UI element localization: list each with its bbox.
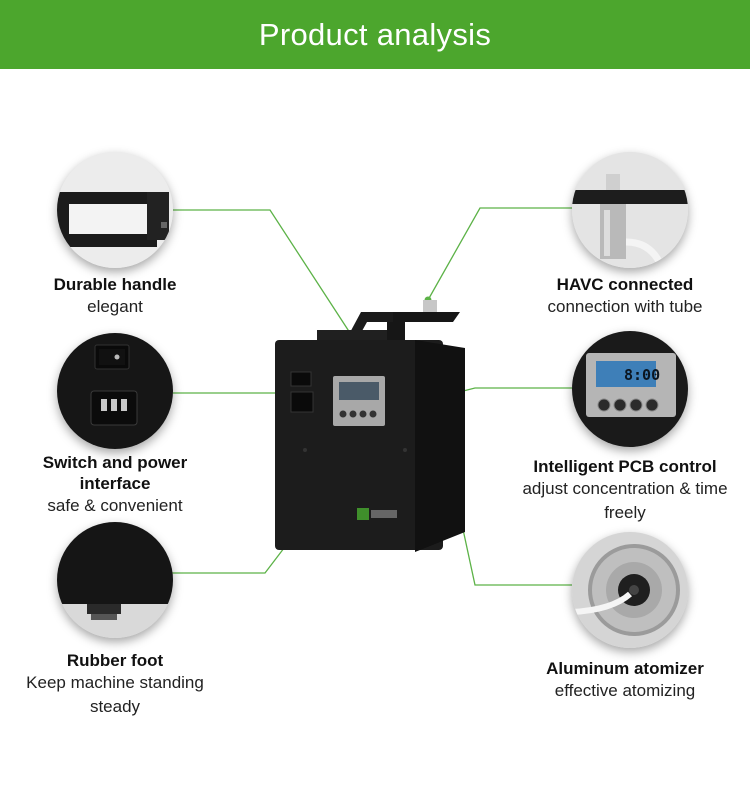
feature-title: Aluminum atomizer (546, 659, 704, 678)
feature-title: Durable handle (53, 275, 177, 294)
header-banner: Product analysis (0, 0, 750, 69)
handle-callout-line (172, 209, 353, 337)
feature-subtitle: safe & convenient (47, 496, 183, 515)
feature-subtitle: effective atomizing (554, 681, 696, 700)
page-title: Product analysis (258, 16, 492, 52)
handle-closeup-image (57, 152, 173, 268)
switch-closeup-image (57, 333, 173, 449)
feature-switch: Switch and power interface safe & conven… (10, 452, 220, 518)
foot-closeup-image (57, 522, 173, 638)
atomizer-closeup-image (572, 532, 688, 648)
diffuser-machine-image (265, 300, 475, 565)
feature-title: Intelligent PCB control (533, 457, 717, 476)
feature-title: Rubber foot (66, 651, 164, 670)
havc-callout-line (427, 207, 572, 301)
feature-subtitle: connection with tube (547, 297, 703, 316)
feature-havc: HAVC connected connection with tube (520, 274, 730, 319)
feature-title: HAVC connected (556, 275, 694, 294)
feature-title: Switch and power interface (42, 453, 188, 493)
feature-subtitle: elegant (87, 297, 143, 316)
pcb-display-time: 8:00 (624, 366, 661, 384)
feature-subtitle: Keep machine standing steady (26, 673, 204, 716)
feature-atomizer: Aluminum atomizer effective atomizing (520, 658, 730, 703)
feature-foot: Rubber foot Keep machine standing steady (10, 650, 220, 719)
feature-handle: Durable handle elegant (10, 274, 220, 319)
pcb-closeup-image: 8:00 (572, 331, 688, 447)
feature-subtitle: adjust concentration & time freely (522, 479, 728, 522)
feature-pcb: Intelligent PCB control adjust concentra… (510, 456, 740, 525)
tube-closeup-image (572, 152, 688, 268)
